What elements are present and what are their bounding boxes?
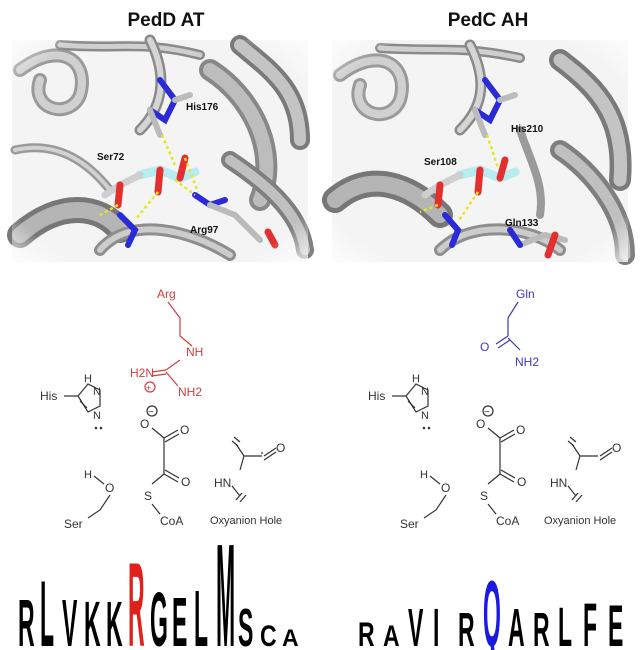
- his-label-right: His: [368, 389, 385, 403]
- carboxylate-o-left: O: [140, 417, 149, 431]
- logo-letter: R: [128, 539, 145, 650]
- his-n2-left: N: [93, 410, 101, 422]
- nh-label: NH: [186, 345, 203, 359]
- logo-letter: M: [216, 515, 235, 650]
- logo-letter: R: [458, 603, 475, 650]
- carbonyl-o1-left: O: [180, 423, 189, 437]
- gln-label: Gln: [516, 287, 535, 301]
- his-h-right: H: [412, 373, 420, 385]
- ser-h-right: H: [420, 469, 428, 481]
- logo-letter: G: [150, 577, 168, 650]
- oxy-hn-right: HN: [550, 476, 567, 490]
- logo-letter: A: [508, 598, 525, 650]
- label-his210: His210: [511, 124, 544, 135]
- logo-letter: V: [62, 586, 77, 650]
- logo-letter: R: [18, 586, 35, 650]
- minus-sign-right: −: [484, 407, 490, 418]
- minus-sign-left: −: [148, 407, 154, 418]
- logo-letter: E: [608, 595, 623, 650]
- his-n1-right: N: [421, 386, 429, 398]
- coa-label-right: CoA: [496, 514, 519, 528]
- logo-letter: L: [40, 562, 54, 650]
- carbonyl-o2-right: O: [517, 475, 526, 489]
- logo-letter: R: [358, 615, 375, 650]
- logo-letter: K: [84, 589, 101, 650]
- scheme-pedc: Gln O NH2 His H N N − O O O S CoA H O Se…: [368, 287, 621, 531]
- ser-h-left: H: [84, 469, 92, 481]
- oxyanion-hole-label-right: Oxyanion Hole: [544, 515, 616, 527]
- label-gln133: Gln133: [505, 218, 539, 229]
- carboxylate-o-right: O: [476, 417, 485, 431]
- thioester-s-right: S: [480, 489, 488, 503]
- oxyanion-hole-label-left: Oxyanion Hole: [210, 515, 282, 527]
- logo-letter: Q: [483, 562, 501, 650]
- gln-nh2-label: NH2: [515, 355, 539, 369]
- logo-letter: I: [433, 598, 439, 650]
- thioester-s-left: S: [144, 489, 152, 503]
- oxy-hn-left: HN: [214, 476, 231, 490]
- logo-letter: E: [172, 583, 187, 650]
- ser-o-left: O: [105, 481, 114, 495]
- ser-label-left: Ser: [64, 517, 83, 531]
- logo-letter: A: [282, 625, 299, 650]
- logo-letter: S: [238, 598, 253, 650]
- logo-letter: C: [260, 619, 277, 650]
- label-his176: His176: [186, 102, 219, 113]
- label-ser108: Ser108: [424, 157, 457, 168]
- plus-sign: +: [146, 383, 151, 393]
- oxy-o-left: O: [276, 441, 285, 455]
- logo-letter: K: [106, 589, 123, 650]
- carbonyl-o2-left: O: [181, 475, 190, 489]
- nh2-label: NH2: [178, 385, 202, 399]
- his-label-left: His: [40, 389, 57, 403]
- coa-label-left: CoA: [160, 514, 183, 528]
- ser-o-right: O: [441, 481, 450, 495]
- arg-label: Arg: [157, 287, 176, 301]
- structure-panel-pedd: His176 Ser72 Arg97: [7, 34, 314, 262]
- label-arg97: Arg97: [190, 225, 219, 236]
- h2n-plus-label: H2N: [130, 366, 154, 380]
- his-n1-left: N: [93, 386, 101, 398]
- logo-letter: L: [558, 596, 572, 650]
- gln-o-label: O: [480, 340, 489, 354]
- ser-label-right: Ser: [400, 517, 419, 531]
- logo-letter: V: [408, 598, 424, 650]
- his-h-left: H: [84, 373, 92, 385]
- structure-panel-pedc: His210 Ser108 Gln133: [322, 39, 635, 265]
- oxy-o-right: O: [612, 441, 621, 455]
- label-ser72: Ser72: [97, 152, 125, 163]
- logo-letter: F: [583, 590, 597, 650]
- carbonyl-o1-right: O: [516, 423, 525, 437]
- logo-letter: R: [533, 603, 550, 650]
- panel-title-pedc-ah: PedC AH: [447, 10, 529, 31]
- logo-letter: A: [383, 619, 400, 650]
- panel-title-pedd-at: PedD AT: [127, 10, 205, 31]
- logo-letter: L: [194, 575, 208, 650]
- his-n2-right: N: [421, 410, 429, 422]
- scheme-pedd: Arg NH H2N + NH2 His H N N − O O O S CoA: [40, 287, 285, 531]
